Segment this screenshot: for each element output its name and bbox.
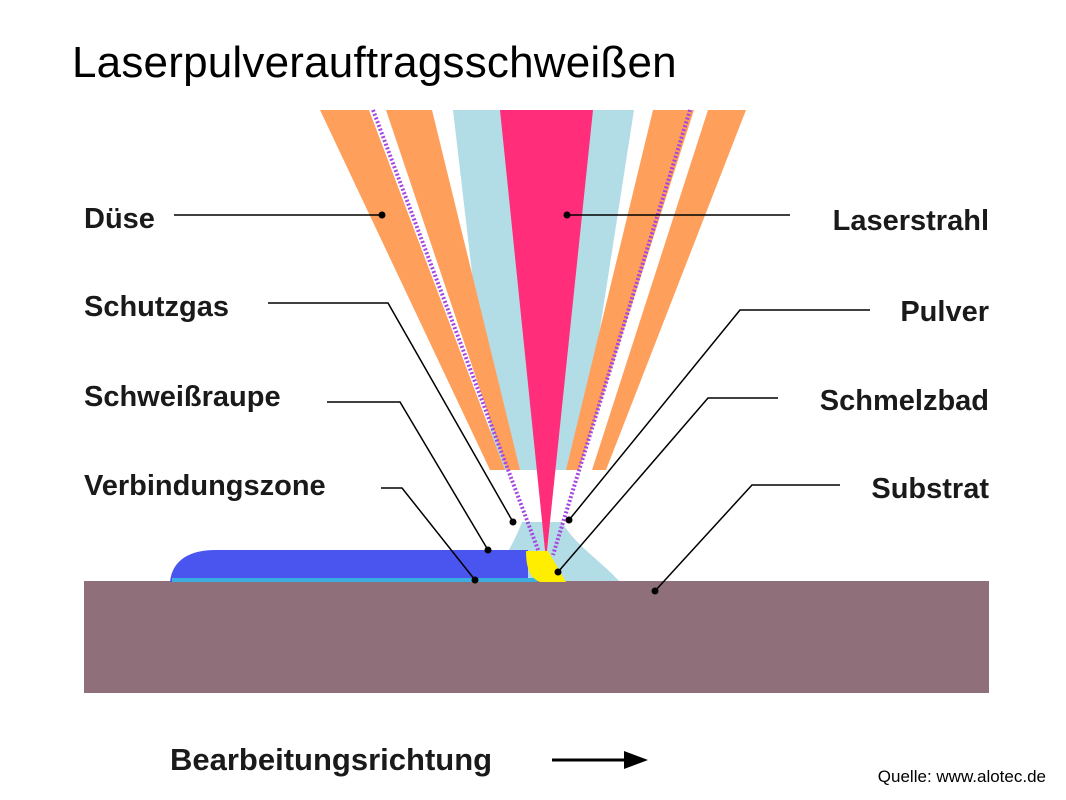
dot-substrat <box>651 587 659 595</box>
dot-pulver <box>565 516 573 524</box>
weld-bead <box>170 550 528 582</box>
laser-beam <box>500 110 593 560</box>
leader-pulver <box>568 309 870 521</box>
dot-schmelzbad <box>554 568 562 576</box>
dot-verbindungszone <box>471 576 479 584</box>
leader-schweissraupe <box>327 401 489 551</box>
leader-substrat <box>654 484 840 592</box>
nozzle-left-outer <box>320 110 505 470</box>
nozzle-left-inner <box>386 110 520 470</box>
label-duese: Düse <box>84 203 155 235</box>
leader-schutzgas <box>268 302 514 523</box>
substrate-block <box>84 581 989 693</box>
leader-verbindungszone <box>381 487 476 581</box>
label-pulver: Pulver <box>900 296 989 328</box>
label-schutzgas: Schutzgas <box>84 291 229 323</box>
label-schmelzbad: Schmelzbad <box>820 385 989 417</box>
label-verbindungszone: Verbindungszone <box>84 470 326 502</box>
label-schweissraupe: Schweißraupe <box>84 381 281 413</box>
nozzle-right-inner <box>566 110 694 470</box>
source-credit: Quelle: www.alotec.de <box>877 767 1046 786</box>
dot-schweissraupe <box>484 546 492 554</box>
leader-dots <box>378 211 659 595</box>
page-title: Laserpulverauftragsschweißen <box>72 38 677 87</box>
processing-direction-label: Bearbeitungsrichtung <box>170 742 492 777</box>
powder-stream-left <box>371 109 542 556</box>
powder-stream-right <box>551 109 692 556</box>
leader-schmelzbad <box>557 397 778 573</box>
dot-duese <box>378 211 386 219</box>
label-laserstrahl: Laserstrahl <box>833 205 989 237</box>
nozzle-right-outer <box>592 110 746 470</box>
leader-lines <box>174 214 870 592</box>
dot-laserstrahl <box>563 211 571 219</box>
bonding-zone-strip <box>172 578 537 582</box>
label-substrat: Substrat <box>871 473 989 505</box>
direction-arrow-icon <box>552 751 648 769</box>
dot-schutzgas <box>509 518 517 526</box>
